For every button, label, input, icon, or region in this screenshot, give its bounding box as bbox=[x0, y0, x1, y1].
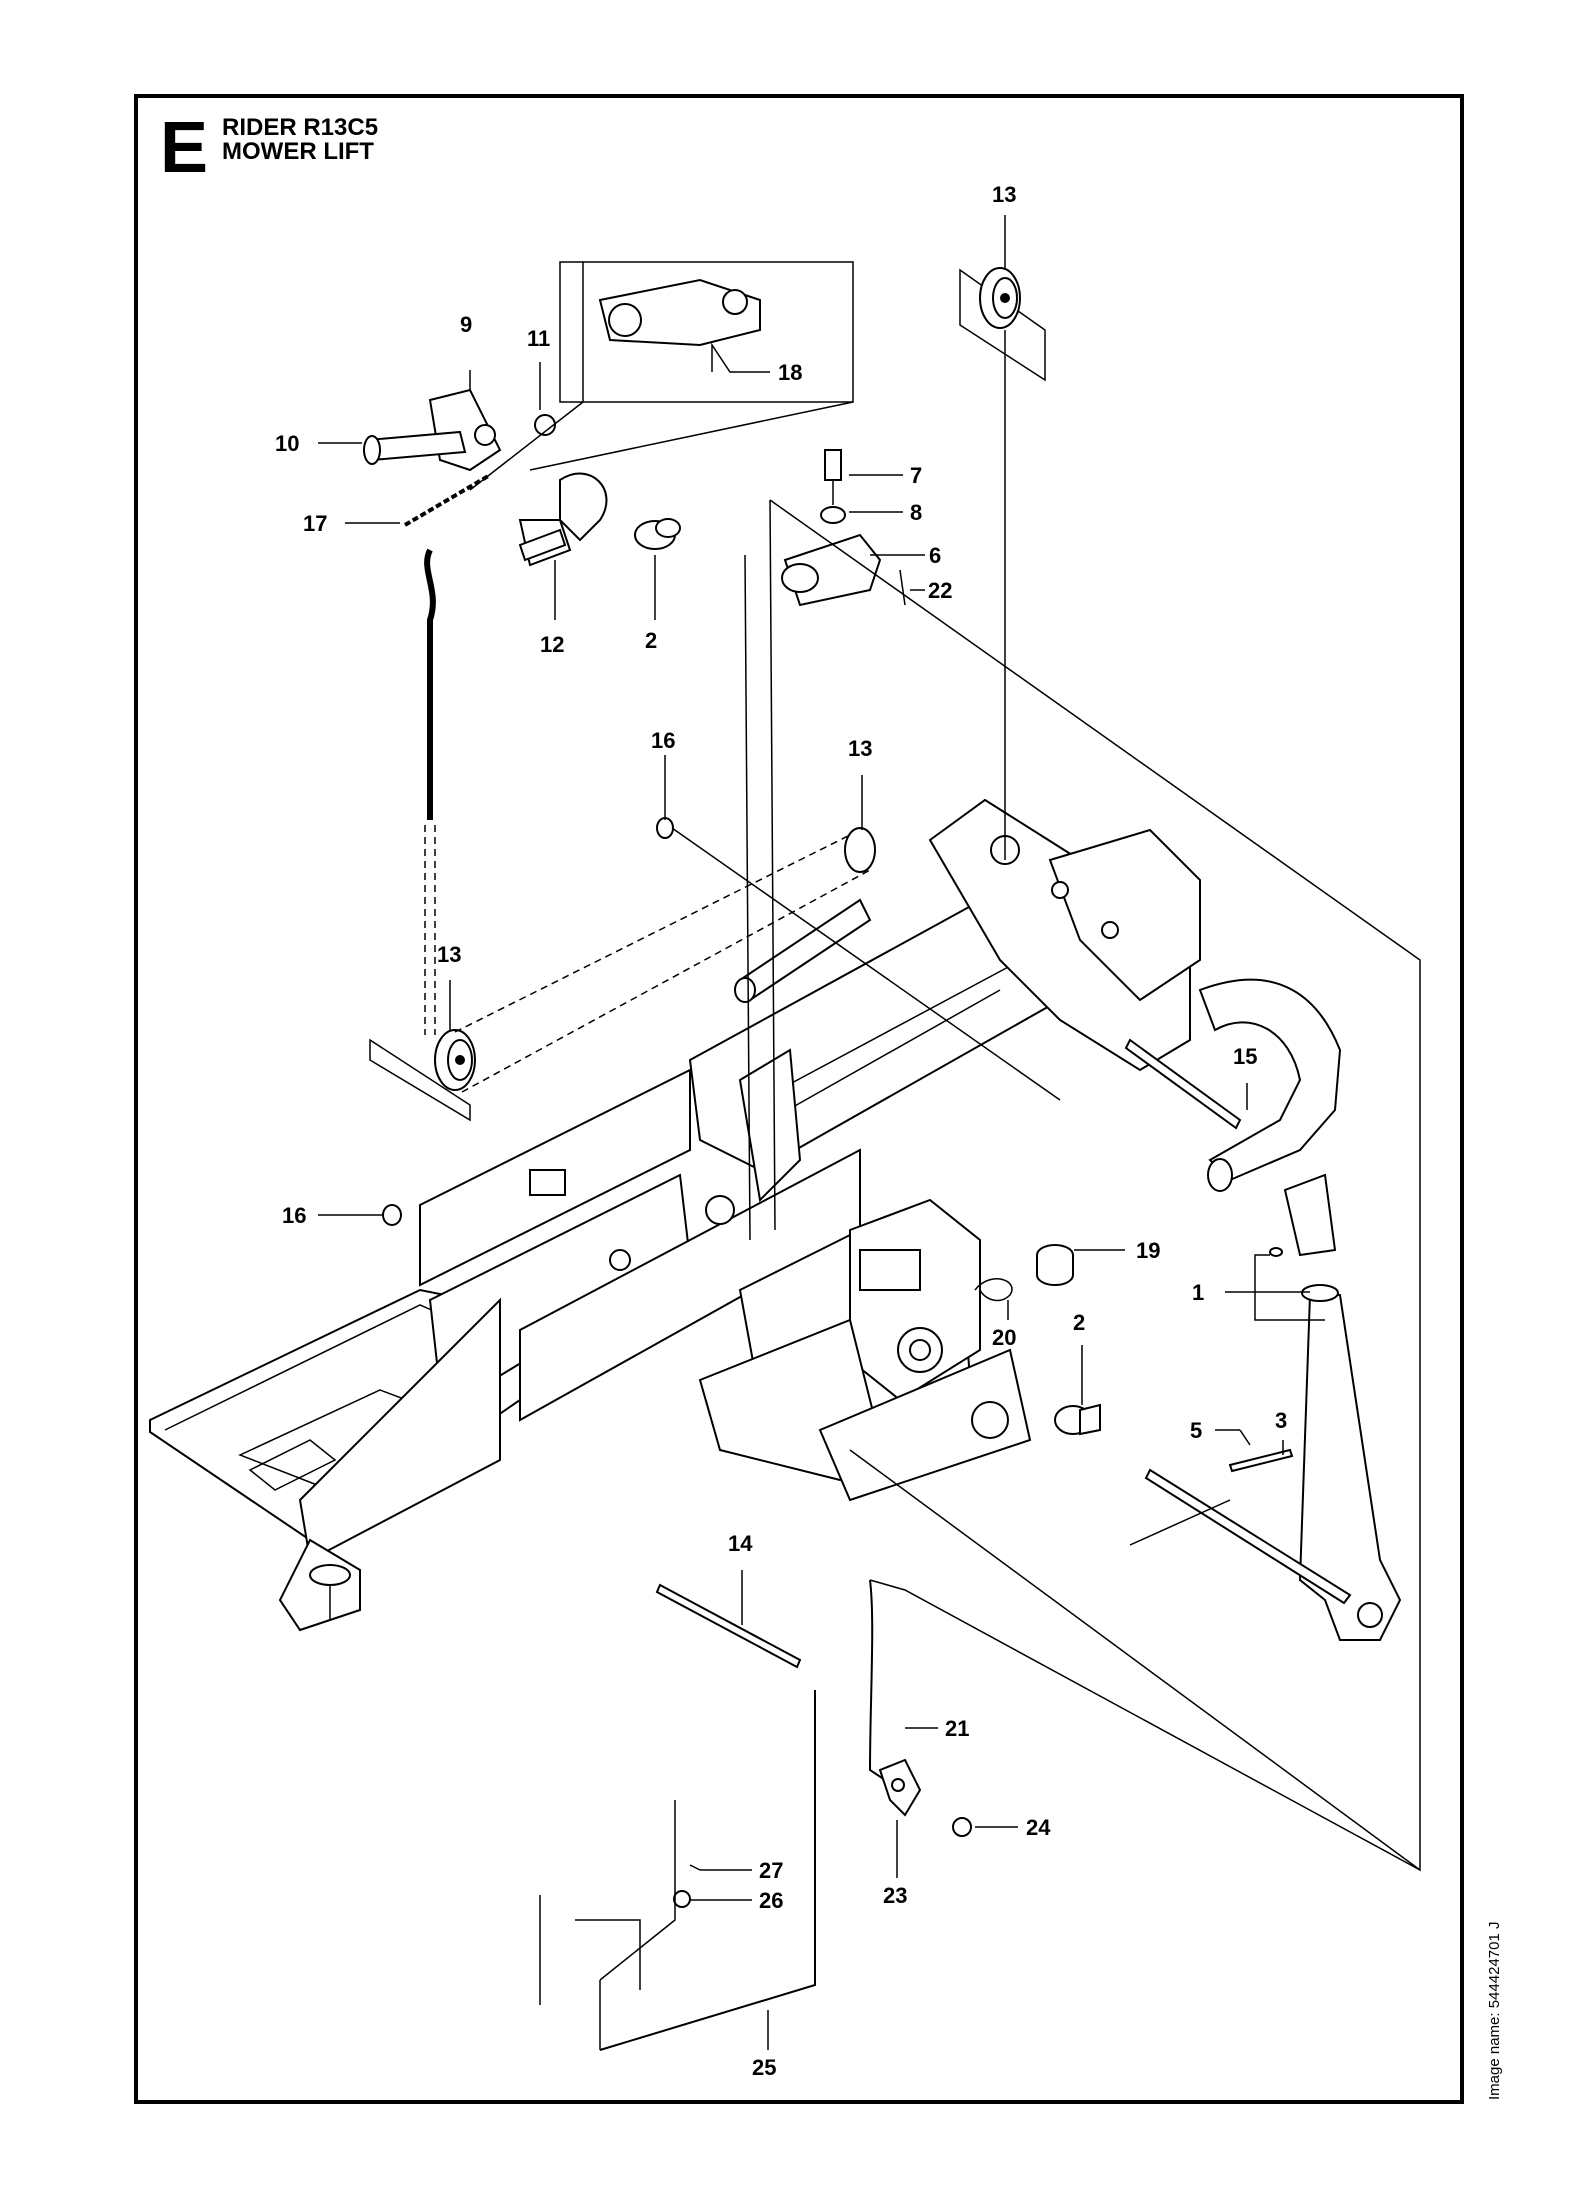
callout-9: 9 bbox=[460, 312, 472, 337]
callout-10: 10 bbox=[275, 431, 299, 456]
callout-3: 3 bbox=[1275, 1408, 1287, 1433]
callout-8: 8 bbox=[910, 500, 922, 525]
pulleys bbox=[369, 267, 1046, 1122]
callout-15: 15 bbox=[1233, 1044, 1257, 1069]
chassis-frame bbox=[149, 798, 1201, 1632]
callout-14: 14 bbox=[728, 1531, 753, 1556]
callout-21: 21 bbox=[945, 1716, 969, 1741]
callout-11: 11 bbox=[527, 326, 550, 351]
callout-2-upper: 2 bbox=[645, 628, 657, 653]
callout-25: 25 bbox=[752, 2055, 776, 2080]
lift-cable-and-bracket bbox=[363, 261, 854, 1035]
diagram-frame bbox=[134, 94, 1464, 2104]
callout-17: 17 bbox=[303, 511, 327, 536]
callout-6: 6 bbox=[929, 543, 941, 568]
assembly-title: MOWER LIFT bbox=[222, 138, 374, 165]
lift-handle bbox=[1269, 1173, 1402, 1641]
arm-bracket bbox=[744, 449, 1421, 1872]
callout-16-left: 16 bbox=[282, 1203, 306, 1228]
callout-23: 23 bbox=[883, 1883, 907, 1908]
callout-19: 19 bbox=[1136, 1238, 1160, 1263]
callout-12: 12 bbox=[540, 632, 564, 657]
callout-27: 27 bbox=[759, 1858, 783, 1883]
callout-16-top: 16 bbox=[651, 728, 675, 753]
callout-2-lower: 2 bbox=[1073, 1310, 1085, 1335]
callout-24: 24 bbox=[1026, 1815, 1051, 1840]
model-title: RIDER R13C5 bbox=[222, 114, 379, 141]
callout-13-top: 13 bbox=[992, 182, 1016, 207]
leader-lines bbox=[318, 215, 1325, 2050]
callout-18: 18 bbox=[778, 360, 802, 385]
callout-1: 1 bbox=[1192, 1280, 1204, 1305]
callout-20: 20 bbox=[992, 1325, 1016, 1350]
callout-7: 7 bbox=[910, 463, 922, 488]
callout-26: 26 bbox=[759, 1888, 783, 1913]
callout-22: 22 bbox=[928, 578, 952, 603]
misc-parts bbox=[382, 817, 1421, 2051]
section-letter: E bbox=[160, 108, 209, 188]
callout-13-middle: 13 bbox=[848, 736, 872, 761]
callout-numbers: 1 2 2 3 5 6 7 8 9 10 11 12 13 13 13 14 1… bbox=[275, 182, 1287, 2080]
curved-bar bbox=[734, 898, 1342, 1192]
callout-13-left: 13 bbox=[437, 942, 461, 967]
callout-5: 5 bbox=[1190, 1418, 1202, 1443]
